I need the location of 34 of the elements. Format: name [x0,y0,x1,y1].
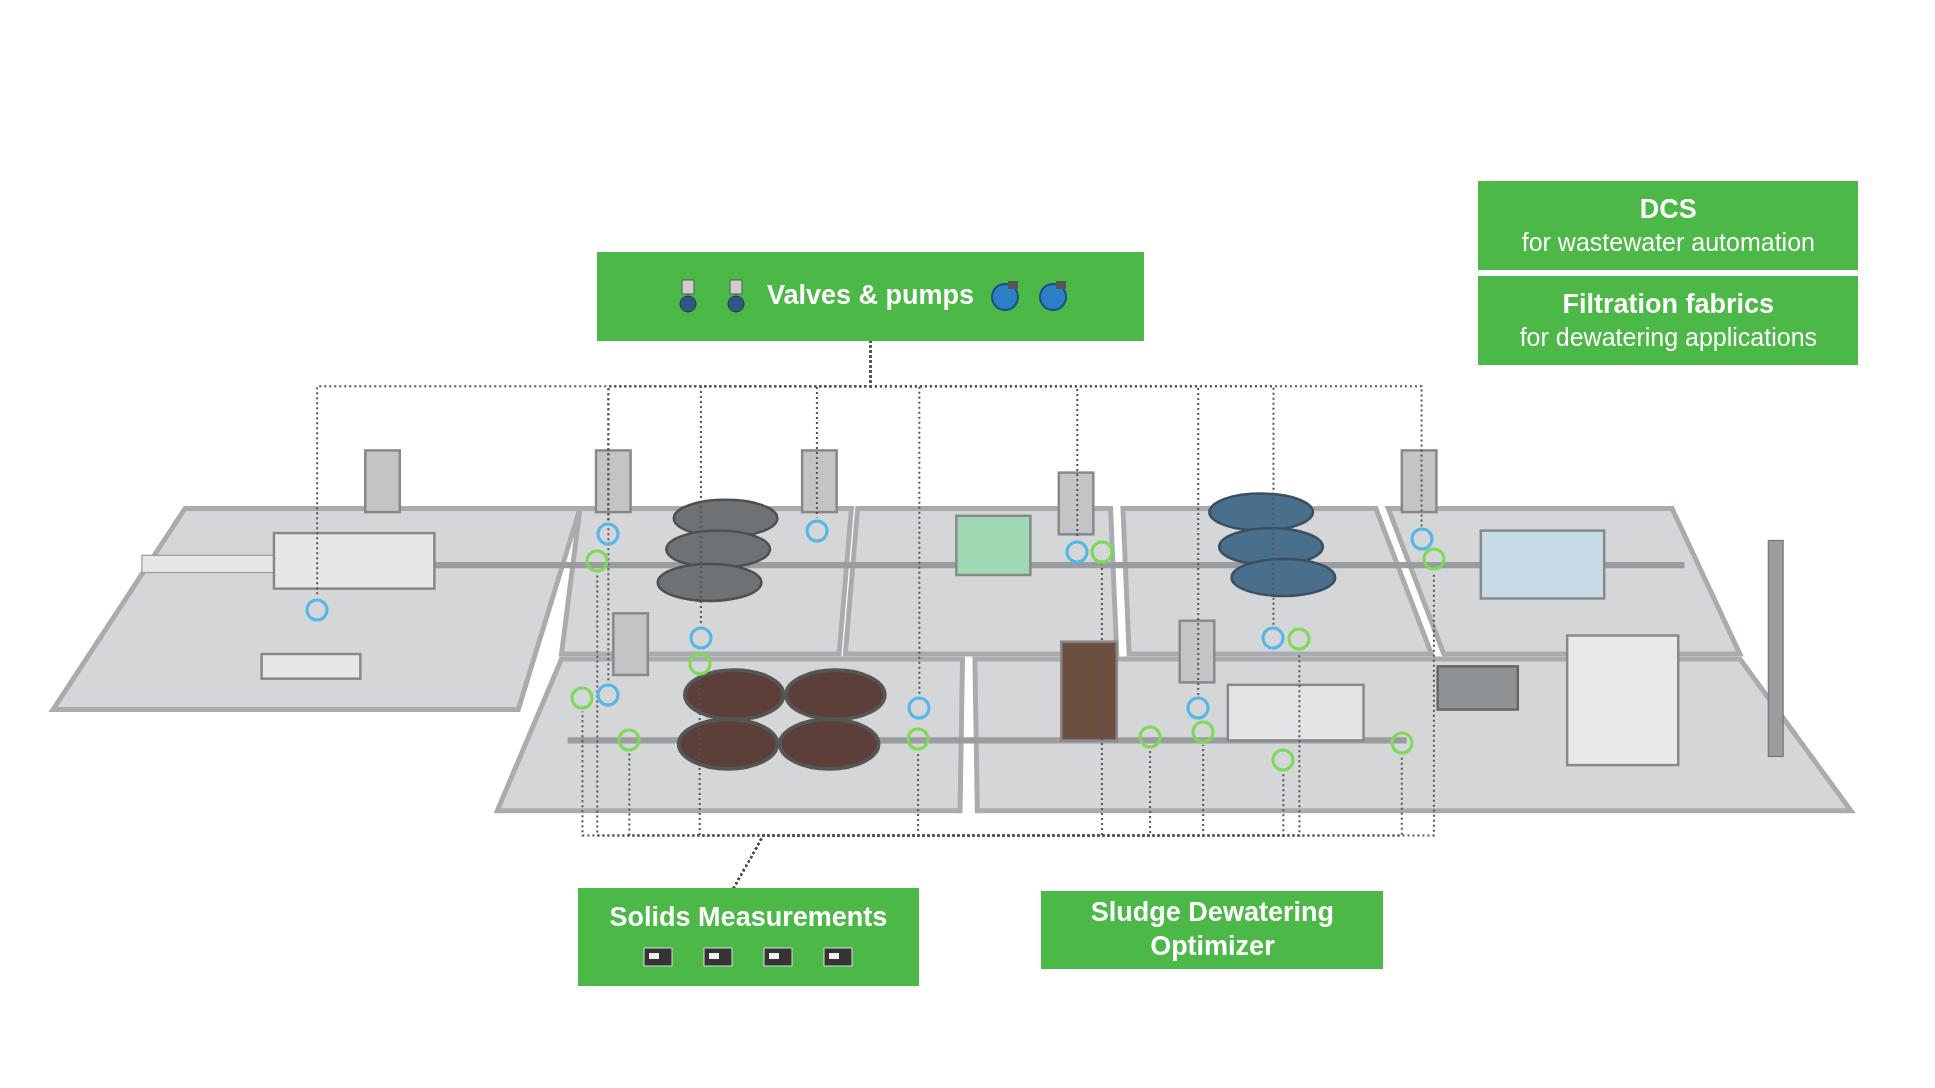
marker-circle [595,681,622,708]
marker-circle [1270,747,1297,774]
marker-circle [905,726,932,753]
box-subtitle: for wastewater automation [1521,227,1815,259]
marker-circle [906,695,933,722]
marker-circle [569,685,596,712]
marker-circle [584,548,611,575]
marker-circle [1408,526,1435,553]
box-title: DCS [1639,193,1697,227]
callout-box [1041,890,1384,969]
marker-circle [1260,624,1287,651]
callout-box [1478,181,1859,271]
marker-circle [616,727,643,754]
marker-circle [304,596,331,623]
box-title: Filtration fabrics [1562,288,1775,322]
box-title: Valves & pumps [767,279,975,313]
callout-box [597,251,1144,341]
box-title: Solids Measurements [609,901,888,935]
marker-circle [1088,538,1115,565]
box-title: Sludge Dewatering Optimizer [1089,896,1335,963]
marker-circle [686,650,713,677]
box-subtitle: for dewatering applications [1519,322,1818,354]
marker-circle [687,624,714,651]
marker-circle [1185,695,1212,722]
marker-circle [1137,723,1164,750]
marker-circle [1286,626,1313,653]
marker-circle [1064,538,1091,565]
callout-box [1478,276,1859,366]
marker-circle [1388,729,1415,756]
marker-circle [1190,718,1217,745]
marker-circle [1420,546,1447,572]
marker-circle [803,517,830,544]
marker-circle [595,521,622,548]
callout-box [577,888,920,986]
